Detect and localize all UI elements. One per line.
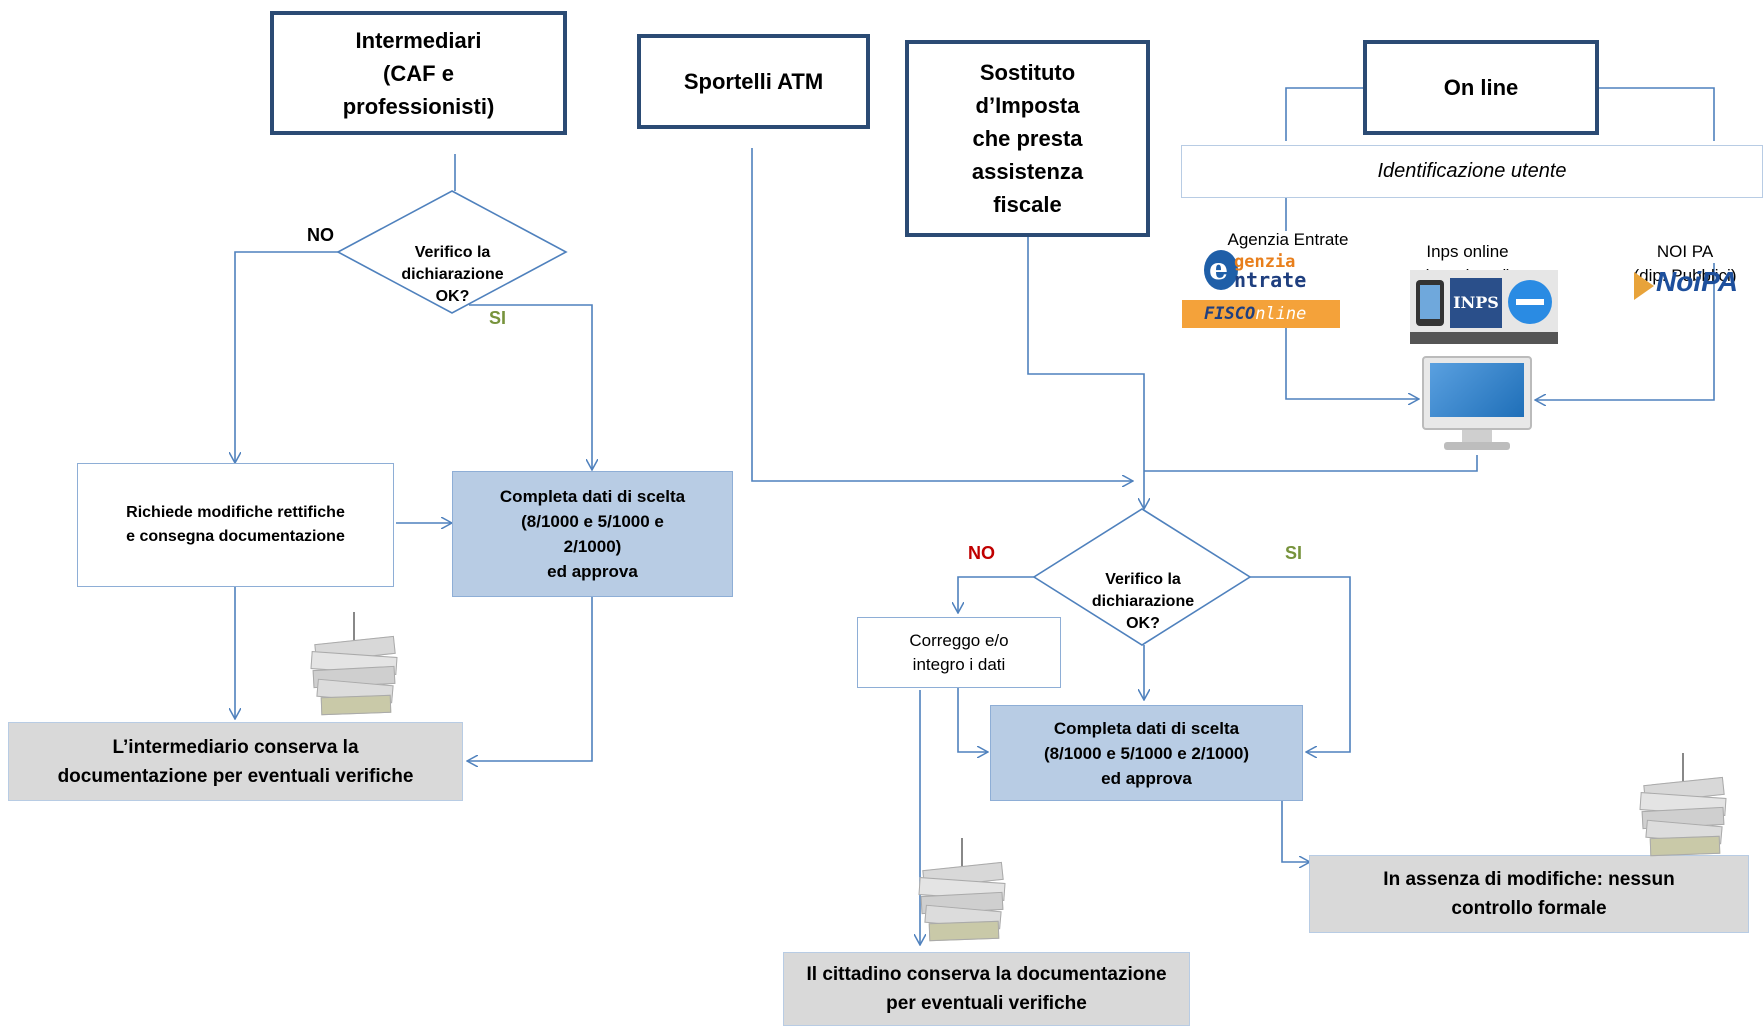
monitor-icon [1416,356,1538,454]
left-si-label: SI [489,308,507,328]
right-completa-dati-box: Completa dati di scelta (8/1000 e 5/1000… [990,705,1303,801]
sportelli-atm-box: Sportelli ATM [637,34,870,129]
identificazione-utente-bar: Identificazione utente [1181,145,1763,198]
right-decision-diamond: Verifico la dichiarazione OK? [1091,571,1195,632]
noipa-text: NoiPA [1656,266,1738,297]
sportelli-atm-label: Sportelli ATM [683,69,824,94]
key-shape [1516,299,1544,305]
right-si-label: SI [1285,543,1303,563]
intermediari-label: Intermediari (CAF e professionisti) [342,27,495,119]
intermediario-conserva-box: L’intermediario conserva la documentazio… [8,722,463,801]
inps-text-icon: INPS [1450,278,1502,328]
noipa-logo: NoiPA [1632,264,1763,316]
document-stack-icon [1634,753,1732,857]
left-decision-diamond: Verifico la dichiarazione OK? [401,244,504,305]
document-stack-icon [305,612,403,716]
left-no-label: NO [307,225,334,245]
sostituto-imposta-box: Sostituto d’Imposta che presta assistenz… [905,40,1150,237]
cittadino-conserva-box: Il cittadino conserva la documentazione … [783,952,1190,1026]
online-box: On line [1363,40,1599,135]
inps-logo-base [1410,332,1558,344]
left-completa-dati-box: Completa dati di scelta (8/1000 e 5/1000… [452,471,733,597]
assenza-modifiche-box: In assenza di modifiche: nessun controll… [1309,855,1749,933]
correggo-integro-box: Correggo e/o integro i dati [857,617,1061,688]
inps-logo: INPS [1410,270,1558,344]
noipa-arrow-icon [1634,272,1654,300]
agenzia-e-letter: e [1209,252,1229,287]
monitor-base [1444,442,1510,450]
right-no-label: NO [968,543,995,563]
intermediari-box: Intermediari (CAF e professionisti) [270,11,567,135]
fisconline-band: FISCOnline [1182,300,1340,328]
agenzia-entrate-label: Agenzia Entrate [1227,230,1349,249]
agenzia-e-icon [1204,250,1238,290]
tablet-screen [1420,285,1440,319]
monitor-screen [1430,363,1524,417]
online-label: On line [1443,75,1519,100]
monitor-stand [1462,430,1492,442]
sostituto-imposta-label: Sostituto d’Imposta che presta assistenz… [971,60,1084,217]
richiede-modifiche-box: Richiede modifiche rettifiche e consegna… [77,463,394,587]
document-stack-icon [913,838,1011,942]
identificazione-utente-label: Identificazione utente [1377,160,1567,182]
